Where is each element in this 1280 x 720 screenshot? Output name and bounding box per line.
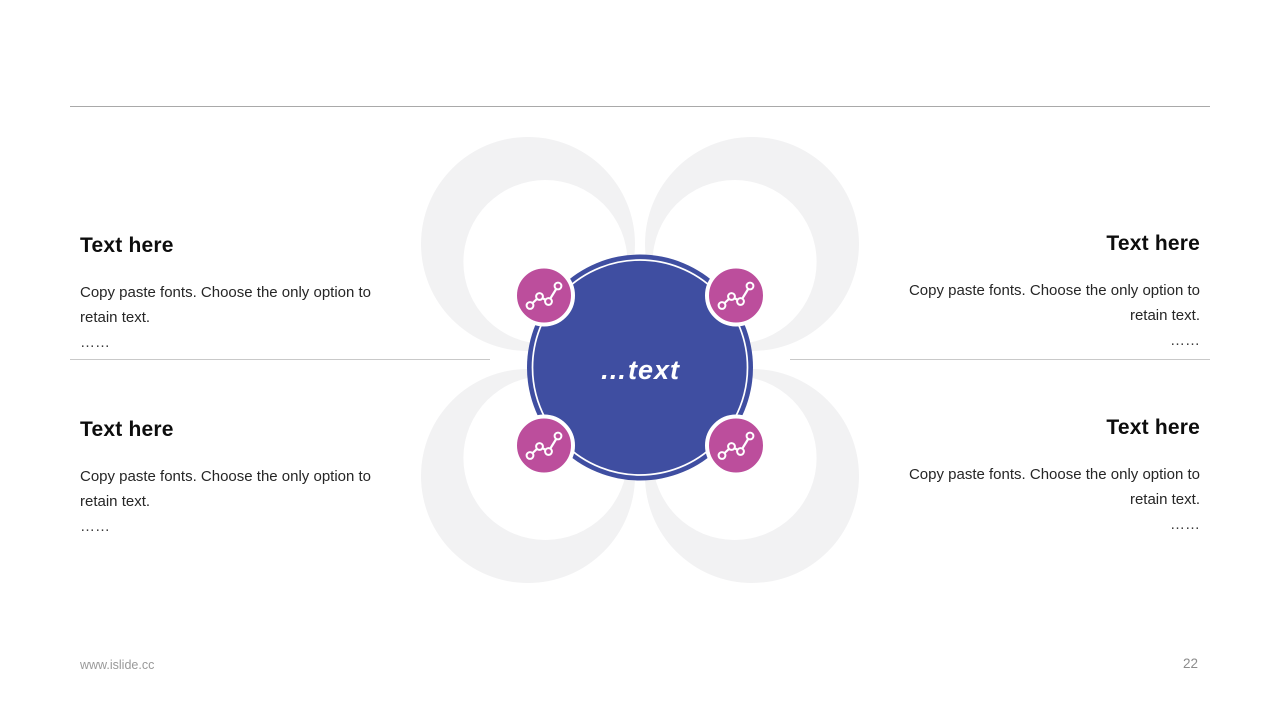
block-title: Text here	[80, 234, 174, 257]
top-divider	[70, 106, 1210, 107]
text-block-top-right: Text here Copy paste fonts. Choose the o…	[900, 232, 1200, 353]
center-circle	[527, 254, 753, 481]
text-block-top-left: Text here Copy paste fonts. Choose the o…	[80, 234, 380, 355]
block-ellipsis: ……	[80, 518, 110, 535]
block-ellipsis: ……	[1170, 516, 1200, 533]
text-block-bottom-left: Text here Copy paste fonts. Choose the o…	[80, 418, 380, 539]
footer-website-link[interactable]: www.islide.cc	[80, 658, 155, 672]
block-body: Copy paste fonts. Choose the only option…	[908, 282, 1200, 324]
block-body: Copy paste fonts. Choose the only option…	[80, 284, 372, 326]
block-body: Copy paste fonts. Choose the only option…	[80, 468, 372, 510]
block-title: Text here	[1106, 232, 1200, 255]
node-circle-top-right	[705, 264, 767, 327]
text-block-bottom-right: Text here Copy paste fonts. Choose the o…	[900, 416, 1200, 537]
block-ellipsis: ……	[1170, 332, 1200, 349]
block-body: Copy paste fonts. Choose the only option…	[908, 466, 1200, 508]
node-circle-bottom-right	[705, 414, 767, 477]
node-circle-bottom-left	[513, 414, 575, 477]
block-title: Text here	[80, 418, 174, 441]
block-title: Text here	[1106, 416, 1200, 439]
node-circle-top-left	[513, 264, 575, 327]
middle-divider-left	[70, 359, 490, 360]
block-ellipsis: ……	[80, 334, 110, 351]
middle-divider-right	[790, 359, 1210, 360]
center-label: …text	[600, 355, 680, 385]
center-circle-inner-ring	[531, 259, 749, 476]
page-number: 22	[1182, 656, 1198, 671]
